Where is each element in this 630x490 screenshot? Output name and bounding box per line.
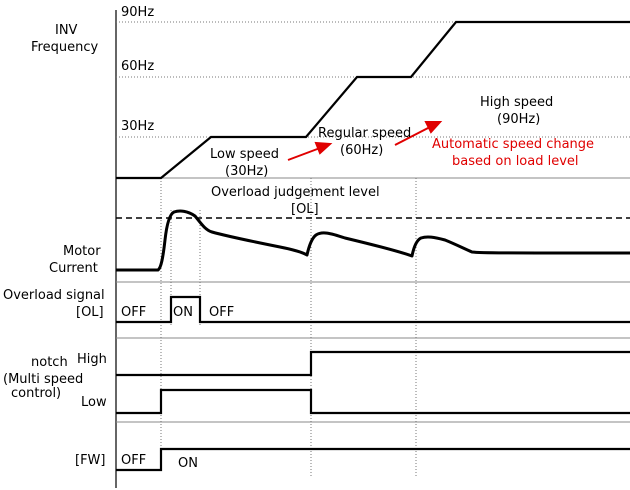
frequency-axis-title-line1: INV xyxy=(55,23,78,38)
notch-high-waveform xyxy=(116,350,630,377)
notch-label-line2: (Multi speed xyxy=(3,372,83,387)
fw-off-label: OFF xyxy=(121,453,146,468)
overload-signal-waveform xyxy=(116,295,630,324)
overload-level-label-line1: Overload judgement level xyxy=(211,185,380,200)
motor-current-label-line1: Motor xyxy=(63,244,101,259)
tick-90hz: 90Hz xyxy=(121,5,154,20)
regular-speed-label-line1: Regular speed xyxy=(318,126,411,141)
frequency-waveform xyxy=(116,20,630,180)
fw-waveform xyxy=(116,447,630,472)
frequency-gridlines xyxy=(116,21,630,138)
regular-speed-label-line2: (60Hz) xyxy=(340,143,383,158)
auto-speed-change-line2: based on load level xyxy=(452,154,579,169)
notch-label-line3: control) xyxy=(11,386,61,401)
speed-change-arrows xyxy=(287,121,443,161)
low-speed-label-line2: (30Hz) xyxy=(225,164,268,179)
overload-signal-off-before: OFF xyxy=(121,305,146,320)
arrow-regular-to-high xyxy=(394,126,431,146)
timing-gridlines xyxy=(160,178,417,478)
notch-high-label: High xyxy=(77,352,107,367)
notch-label-line1: notch xyxy=(31,355,68,370)
high-speed-label-line1: High speed xyxy=(480,95,553,110)
motor-current-label-line2: Current xyxy=(49,261,98,276)
arrow-low-to-regular xyxy=(287,147,321,161)
overload-signal-off-after: OFF xyxy=(209,305,234,320)
overload-signal-label-line1: Overload signal xyxy=(3,288,105,303)
notch-low-label: Low xyxy=(81,395,107,410)
tick-60hz: 60Hz xyxy=(121,59,154,74)
high-speed-label-line2: (90Hz) xyxy=(497,112,540,127)
overload-signal-on: ON xyxy=(173,305,193,320)
arrow-regular-to-high-head xyxy=(424,121,443,134)
motor-current-waveform xyxy=(116,209,630,272)
fw-on-label: ON xyxy=(178,456,198,471)
overload-signal-label-line2: [OL] xyxy=(76,305,104,320)
frequency-axis-title-line2: Frequency xyxy=(31,40,98,55)
section-dividers xyxy=(116,177,630,423)
arrow-low-to-regular-head xyxy=(314,141,333,155)
auto-speed-change-line1: Automatic speed change xyxy=(432,137,594,152)
tick-30hz: 30Hz xyxy=(121,119,154,134)
notch-low-waveform xyxy=(116,388,630,415)
overload-level-label-line2: [OL] xyxy=(291,202,319,217)
low-speed-label-line1: Low speed xyxy=(210,147,279,162)
fw-label: [FW] xyxy=(75,453,105,468)
